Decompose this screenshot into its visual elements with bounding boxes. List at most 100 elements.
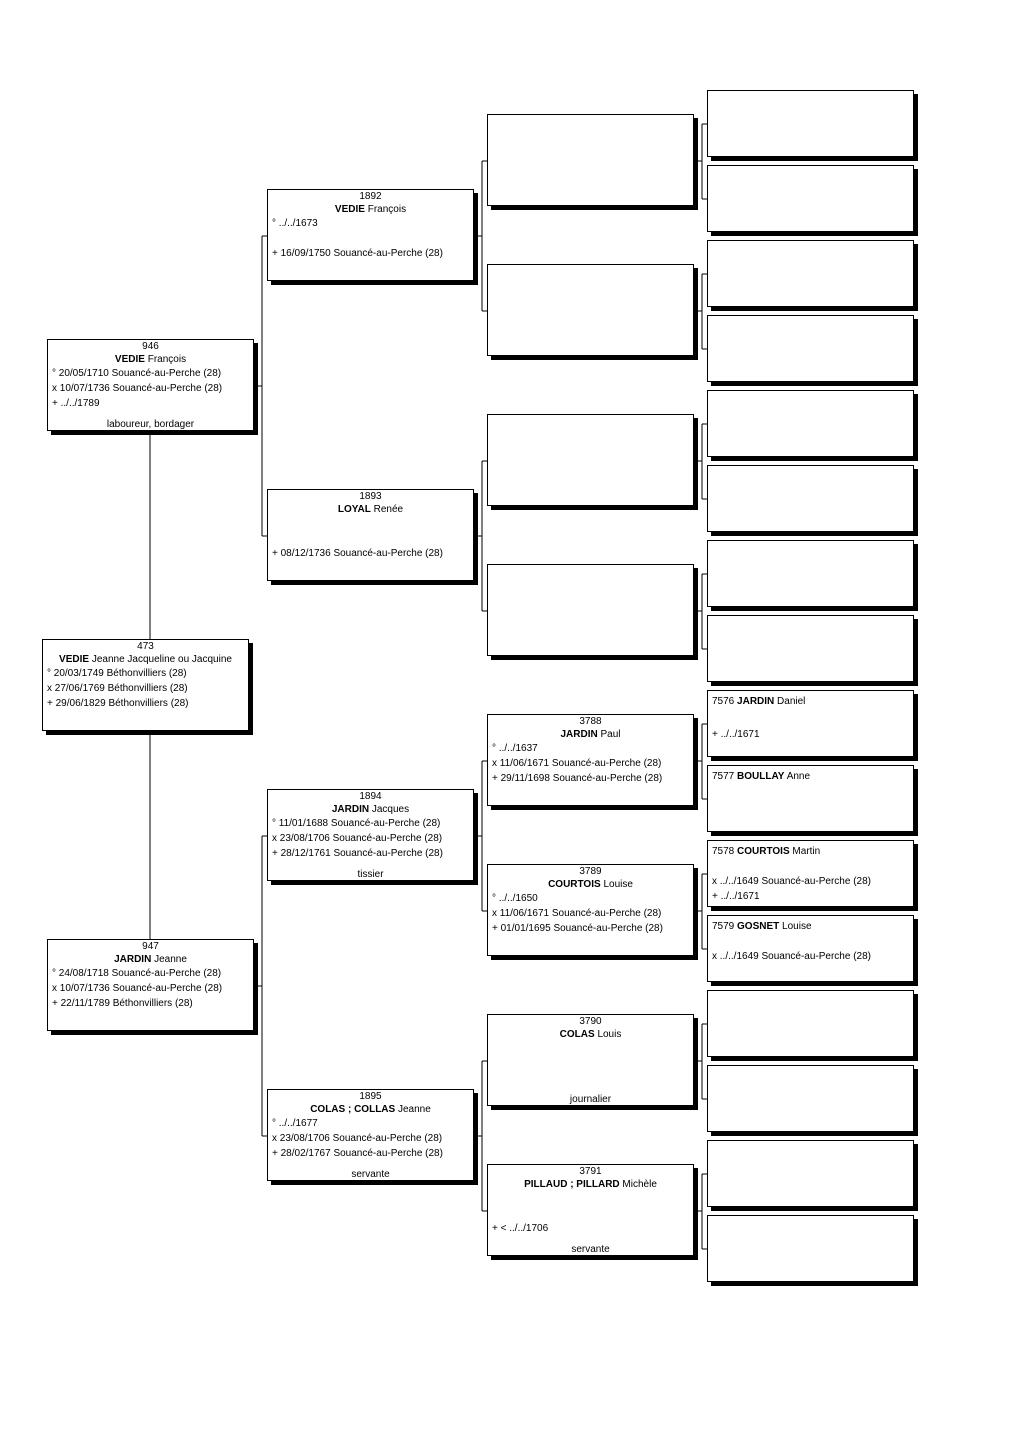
person-7576[interactable]: 7576 JARDIN Daniel + ../../1671	[707, 690, 914, 757]
birth-event	[708, 859, 913, 874]
person-name: VEDIE François	[334, 204, 407, 215]
person-number: 1892	[359, 191, 382, 202]
birth-event: ° 11/01/1688 Souancé-au-Perche (28)	[272, 818, 441, 829]
death-event: + 29/06/1829 Béthonvilliers (28)	[47, 698, 189, 709]
person-1894[interactable]: 1894 JARDIN Jacques ° 11/01/1688 Souancé…	[267, 789, 474, 881]
occupation: journalier	[569, 1094, 612, 1105]
occupation: laboureur, bordager	[106, 419, 195, 430]
birth-event	[268, 516, 473, 531]
person-947[interactable]: 947 JARDIN Jeanne ° 24/08/1718 Souancé-a…	[47, 939, 254, 1031]
person-name: JARDIN Paul	[560, 729, 621, 740]
death-event: + 22/11/1789 Béthonvilliers (28)	[52, 998, 193, 1009]
birth-event: ° 20/03/1749 Béthonvilliers (28)	[47, 668, 187, 679]
birth-event: ° 24/08/1718 Souancé-au-Perche (28)	[52, 968, 222, 979]
death-event: + 29/11/1698 Souancé-au-Perche (28)	[492, 773, 663, 784]
empty-person-box[interactable]	[707, 1065, 914, 1132]
empty-person-box[interactable]	[707, 315, 914, 382]
person-number: 3789	[579, 866, 602, 877]
person-name: 7579 GOSNET Louise	[712, 921, 812, 932]
empty-person-box[interactable]	[707, 390, 914, 457]
person-7577[interactable]: 7577 BOULLAY Anne	[707, 765, 914, 832]
person-number: 473	[137, 641, 154, 652]
birth-event: ° ../../1650	[492, 893, 538, 904]
person-name: JARDIN Jeanne	[114, 954, 187, 965]
occupation: servante	[351, 1169, 390, 1180]
empty-person-box[interactable]	[487, 264, 694, 356]
person-7579[interactable]: 7579 GOSNET Louise x ../../1649 Souancé-…	[707, 915, 914, 982]
person-number: 947	[142, 941, 159, 952]
marriage-event: x ../../1649 Souancé-au-Perche (28)	[712, 951, 871, 962]
empty-person-box[interactable]	[487, 114, 694, 206]
marriage-event: x 10/07/1736 Souancé-au-Perche (28)	[52, 983, 223, 994]
death-event: + 16/09/1750 Souancé-au-Perche (28)	[272, 248, 443, 259]
person-3788[interactable]: 3788 JARDIN Paul ° ../../1637 x 11/06/16…	[487, 714, 694, 806]
marriage-event	[488, 1206, 693, 1221]
empty-person-box[interactable]	[487, 414, 694, 506]
person-name: COLAS Louis	[559, 1029, 622, 1040]
empty-person-box[interactable]	[707, 540, 914, 607]
person-name: 7577 BOULLAY Anne	[712, 771, 811, 782]
empty-person-box[interactable]	[487, 564, 694, 656]
birth-event	[488, 1191, 693, 1206]
death-event: + 01/01/1695 Souancé-au-Perche (28)	[492, 923, 663, 934]
person-number: 3788	[579, 716, 602, 727]
occupation: tissier	[357, 869, 384, 880]
person-473[interactable]: 473 VEDIE Jeanne Jacqueline ou Jacquine …	[42, 639, 249, 731]
marriage-event: x 23/08/1706 Souancé-au-Perche (28)	[272, 1133, 443, 1144]
death-event: + 28/12/1761 Souancé-au-Perche (28)	[272, 848, 443, 859]
person-3791[interactable]: 3791 PILLAUD ; PILLARD Michèle + < ../..…	[487, 1164, 694, 1256]
marriage-event: x ../../1649 Souancé-au-Perche (28)	[712, 876, 871, 887]
birth-event: ° ../../1677	[272, 1118, 318, 1129]
marriage-event: x 23/08/1706 Souancé-au-Perche (28)	[272, 833, 443, 844]
person-number: 1895	[359, 1091, 382, 1102]
person-1895[interactable]: 1895 COLAS ; COLLAS Jeanne ° ../../1677 …	[267, 1089, 474, 1181]
empty-person-box[interactable]	[707, 165, 914, 232]
marriage-event	[268, 531, 473, 546]
person-name: 7578 COURTOIS Martin	[712, 846, 821, 857]
empty-person-box[interactable]	[707, 1140, 914, 1207]
person-name: COURTOIS Louise	[548, 879, 633, 890]
marriage-event: x 10/07/1736 Souancé-au-Perche (28)	[52, 383, 223, 394]
person-name: VEDIE Jeanne Jacqueline ou Jacquine	[59, 654, 232, 665]
empty-person-box[interactable]	[707, 465, 914, 532]
person-number: 3791	[579, 1166, 602, 1177]
death-event: + ../../1671	[712, 729, 760, 740]
person-number: 1894	[359, 791, 382, 802]
empty-person-box[interactable]	[707, 240, 914, 307]
empty-person-box[interactable]	[707, 990, 914, 1057]
marriage-event: x 11/06/1671 Souancé-au-Perche (28)	[492, 758, 662, 769]
person-3789[interactable]: 3789 COURTOIS Louise ° ../../1650 x 11/0…	[487, 864, 694, 956]
person-946[interactable]: 946 VEDIE François ° 20/05/1710 Souancé-…	[47, 339, 254, 431]
person-number: 1893	[359, 491, 382, 502]
person-name: COLAS ; COLLAS Jeanne	[310, 1104, 431, 1115]
person-name: LOYAL Renée	[337, 504, 404, 515]
death-event: + 08/12/1736 Souancé-au-Perche (28)	[272, 548, 443, 559]
person-name: JARDIN Jacques	[331, 804, 410, 815]
person-7578[interactable]: 7578 COURTOIS Martin x ../../1649 Souanc…	[707, 840, 914, 907]
death-event: + ../../1789	[52, 398, 100, 409]
empty-person-box[interactable]	[707, 90, 914, 157]
person-1893[interactable]: 1893 LOYAL Renée + 08/12/1736 Souancé-au…	[267, 489, 474, 581]
birth-event	[708, 934, 913, 949]
marriage-event: x 11/06/1671 Souancé-au-Perche (28)	[492, 908, 662, 919]
person-name: 7576 JARDIN Daniel	[712, 696, 806, 707]
occupation: servante	[571, 1244, 610, 1255]
birth-event	[708, 709, 913, 724]
person-3790[interactable]: 3790 COLAS Louis journalier	[487, 1014, 694, 1106]
person-1892[interactable]: 1892 VEDIE François ° ../../1673 + 16/09…	[267, 189, 474, 281]
person-number: 946	[142, 341, 159, 352]
person-name: VEDIE François	[114, 354, 187, 365]
marriage-event	[268, 231, 473, 246]
empty-person-box[interactable]	[707, 615, 914, 682]
death-event: + < ../../1706	[492, 1223, 549, 1234]
person-name: PILLAUD ; PILLARD Michèle	[524, 1179, 657, 1190]
death-event: + ../../1671	[712, 891, 760, 902]
death-event: + 28/02/1767 Souancé-au-Perche (28)	[272, 1148, 443, 1159]
person-number: 3790	[579, 1016, 602, 1027]
birth-event: ° ../../1673	[272, 218, 318, 229]
empty-person-box[interactable]	[707, 1215, 914, 1282]
birth-event: ° 20/05/1710 Souancé-au-Perche (28)	[52, 368, 222, 379]
birth-event: ° ../../1637	[492, 743, 538, 754]
marriage-event: x 27/06/1769 Béthonvilliers (28)	[47, 683, 188, 694]
